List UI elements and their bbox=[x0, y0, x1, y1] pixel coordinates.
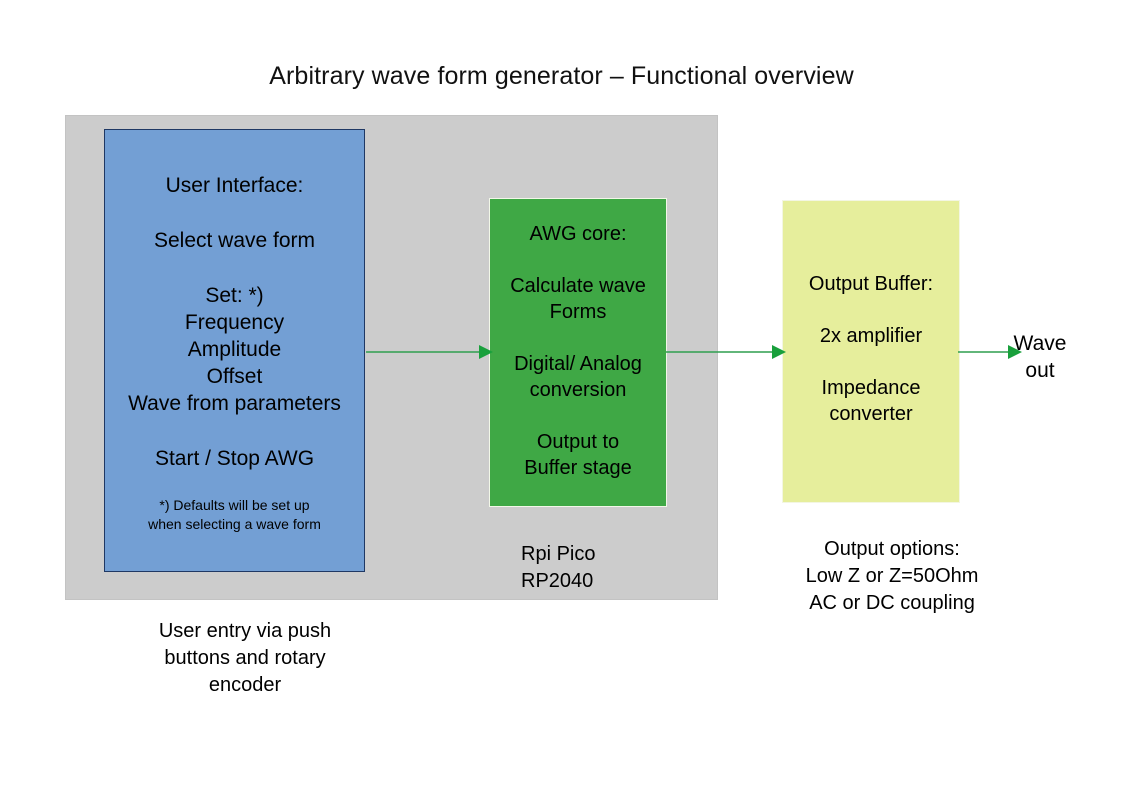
arrow-core-to-buffer-icon bbox=[666, 345, 786, 359]
wave-out-label: Wave out bbox=[1013, 332, 1067, 382]
rpi-pico-caption: Rpi Pico RP2040 bbox=[521, 543, 596, 592]
awg-core-block[interactable]: AWG core: Calculate wave Forms Digital/ … bbox=[489, 198, 667, 507]
ui-select-wave: Select wave form bbox=[153, 229, 316, 252]
ui-set-params: Set: *) Frequency Amplitude Offset Wave … bbox=[128, 284, 341, 415]
core-calculate: Calculate wave Forms bbox=[510, 275, 646, 323]
output-options-caption: Output options: Low Z or Z=50Ohm AC or D… bbox=[805, 538, 979, 614]
ui-start-stop: Start / Stop AWG bbox=[154, 447, 315, 470]
output-buffer-block[interactable]: Output Buffer: 2x amplifier Impedance co… bbox=[782, 200, 960, 503]
ui-heading: User Interface: bbox=[165, 174, 304, 197]
core-output: Output to Buffer stage bbox=[524, 431, 632, 479]
user-entry-caption: User entry via push buttons and rotary e… bbox=[158, 620, 332, 696]
core-conversion: Digital/ Analog conversion bbox=[514, 353, 642, 401]
core-heading: AWG core: bbox=[529, 223, 627, 245]
arrow-ui-to-core-icon bbox=[366, 345, 493, 359]
ui-footnote: *) Defaults will be set up when selectin… bbox=[148, 497, 321, 532]
buffer-heading: Output Buffer: bbox=[808, 273, 934, 295]
user-interface-block[interactable]: User Interface: Select wave form Set: *)… bbox=[104, 129, 365, 572]
buffer-impedance: Impedance converter bbox=[821, 377, 921, 425]
page-title: Arbitrary wave form generator – Function… bbox=[269, 62, 854, 90]
buffer-amplifier: 2x amplifier bbox=[819, 325, 923, 347]
arrow-buffer-to-waveout-icon bbox=[958, 345, 1022, 359]
